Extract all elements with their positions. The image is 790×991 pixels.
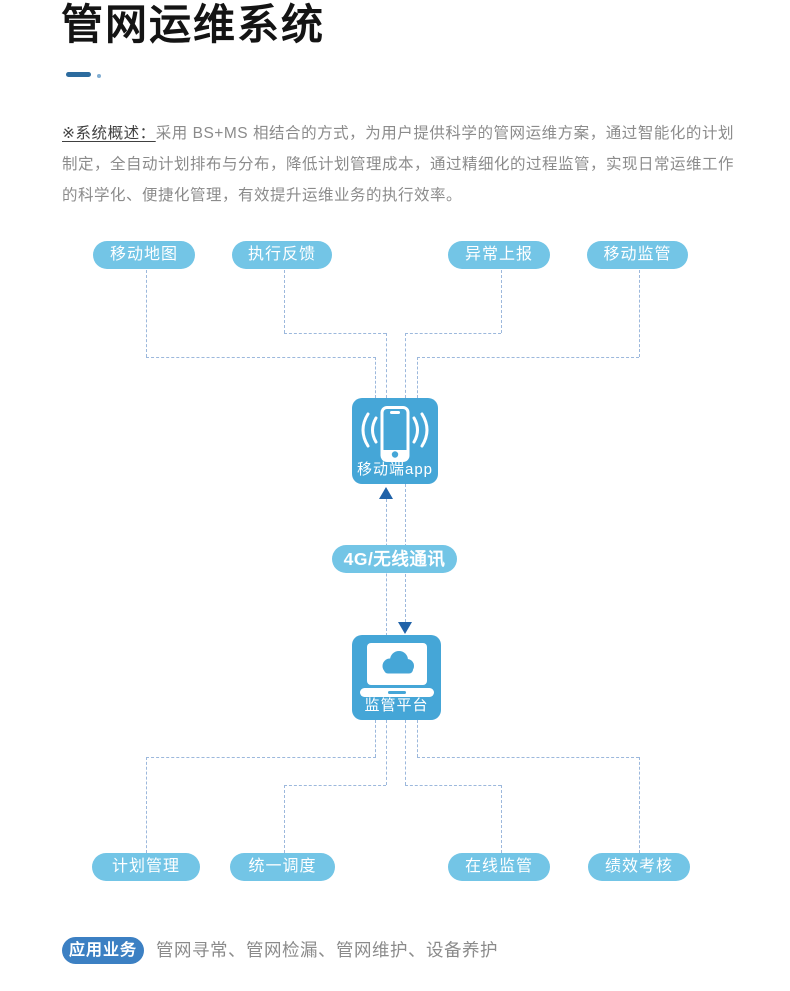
connector-line	[417, 720, 418, 757]
smartphone-signal-icon	[361, 406, 429, 462]
node-performance-review: 绩效考核	[588, 853, 690, 881]
connector-line	[386, 720, 387, 785]
arrow-down-icon	[398, 622, 412, 634]
connector-line	[146, 757, 147, 853]
node-unified-dispatch: 统一调度	[230, 853, 335, 881]
connector-line	[405, 785, 501, 786]
connector-line	[146, 270, 147, 357]
platform-box: 监管平台	[352, 635, 441, 720]
title-accent-bar	[66, 72, 91, 77]
mobile-app-label: 移动端app	[356, 461, 434, 478]
connector-line	[639, 270, 640, 357]
connector-line	[417, 757, 639, 758]
node-4g-wireless: 4G/无线通讯	[332, 545, 457, 573]
connector-line	[146, 757, 376, 758]
connector-line	[501, 785, 502, 853]
connector-line	[405, 333, 406, 398]
connector-line	[639, 757, 640, 853]
connector-line	[417, 357, 639, 358]
node-plan-management: 计划管理	[92, 853, 200, 881]
connector-line	[501, 270, 502, 333]
connector-line	[375, 720, 376, 757]
connector-line	[284, 785, 285, 853]
connector-line	[375, 357, 376, 398]
node-exception-report: 异常上报	[448, 241, 550, 269]
node-online-supervision: 在线监管	[448, 853, 550, 881]
connector-line	[284, 785, 386, 786]
mobile-app-box: 移动端app	[352, 398, 438, 484]
platform-label: 监管平台	[364, 697, 429, 714]
system-overview: ※系统概述：采用 BS+MS 相结合的方式，为用户提供科学的管网运维方案，通过智…	[62, 118, 734, 211]
system-overview-text: 采用 BS+MS 相结合的方式，为用户提供科学的管网运维方案，通过智能化的计划制…	[62, 124, 735, 204]
application-business-text: 管网寻常、管网检漏、管网维护、设备养护	[156, 940, 498, 960]
laptop-cloud-icon	[359, 643, 434, 697]
application-business-badge: 应用业务	[62, 937, 144, 964]
system-overview-label: ※系统概述：	[62, 124, 156, 142]
connector-line	[284, 270, 285, 333]
connector-line	[405, 720, 406, 785]
node-exec-feedback: 执行反馈	[232, 241, 332, 269]
node-mobile-map: 移动地图	[93, 241, 195, 269]
connector-line	[284, 333, 386, 334]
page-title: 管网运维系统	[61, 1, 326, 48]
connector-line	[417, 357, 418, 398]
title-accent-dot	[97, 74, 101, 78]
node-mobile-supervision: 移动监管	[587, 241, 688, 269]
connector-line	[386, 333, 387, 398]
connector-line	[405, 333, 501, 334]
arrow-up-icon	[379, 487, 393, 499]
connector-line	[146, 357, 376, 358]
